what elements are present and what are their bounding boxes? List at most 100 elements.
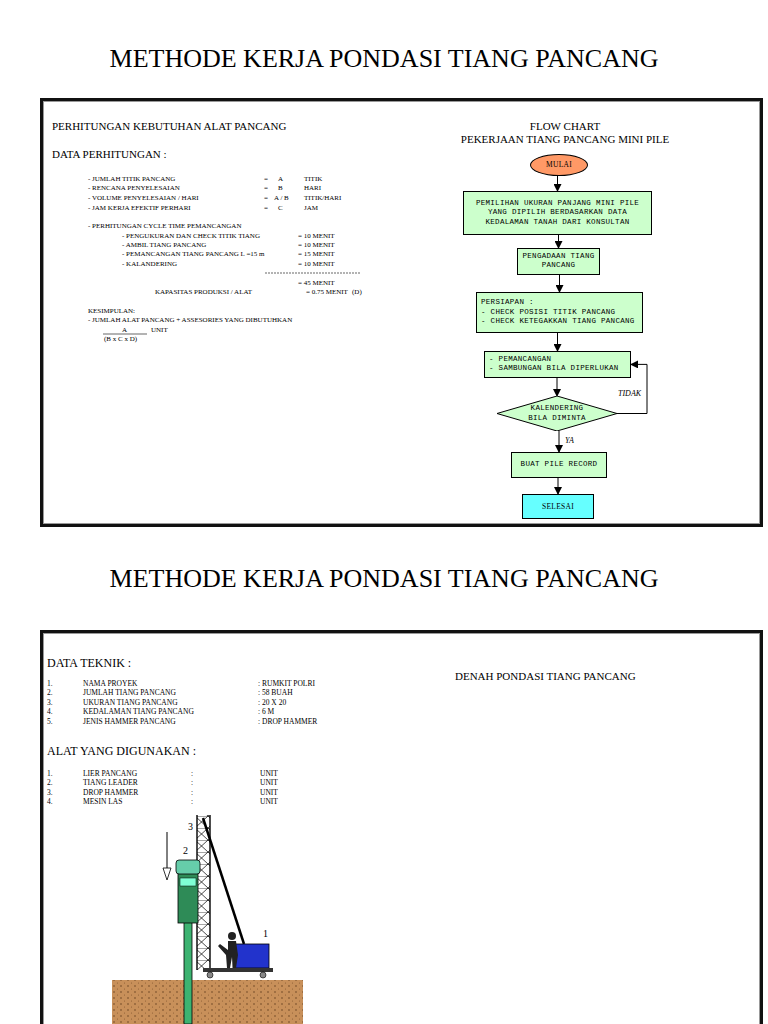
text-label: = xyxy=(264,204,268,212)
text-label: UNIT xyxy=(260,798,278,807)
text-label: DATA TEKNIK : xyxy=(47,657,131,671)
text-label: UKURAN TIANG PANCANG xyxy=(83,699,178,708)
text-label: DROP HAMMER xyxy=(83,789,138,798)
start-ellipse: MULAI xyxy=(530,154,588,176)
text-label: : xyxy=(191,770,193,779)
text-label: : DROP HAMMER xyxy=(258,718,317,727)
node-text: SELESAI xyxy=(542,502,574,511)
text-label: : RUMKIT POLRI xyxy=(258,680,315,689)
node-text: - CHECK POSISI TITIK PANCANG xyxy=(481,308,615,317)
text-label: KAPASITAS PRODUKSI / ALAT xyxy=(155,288,252,296)
text-label: - PERHITUNGAN CYCLE TIME PEMANCANGAN xyxy=(88,222,241,230)
callout-number: 2 xyxy=(183,846,188,856)
text-label: : xyxy=(191,779,193,788)
flow-arrow xyxy=(557,333,558,351)
text-label: 3. xyxy=(47,699,53,708)
operator-head xyxy=(228,932,236,940)
text-label: (B x C x D) xyxy=(104,335,137,343)
text-label: = 10 MENIT xyxy=(298,241,335,249)
diamond-shape xyxy=(497,396,617,431)
node-text: - PEMANCANGAN xyxy=(489,355,551,364)
page-title: METHODE KERJA PONDASI TIANG PANCANG xyxy=(0,45,768,74)
flow-arrow xyxy=(558,235,559,248)
text-label: DENAH PONDASI TIANG PANCANG xyxy=(455,670,636,683)
text-label: (D) xyxy=(352,288,362,296)
text-label: UNIT xyxy=(151,326,168,334)
text-label: = 45 MENIT xyxy=(298,279,335,287)
text-label: 2. xyxy=(47,689,53,698)
text-label: - PEMANCANGAN TIANG PANCANG L =15 m xyxy=(122,250,265,258)
text-label: HARI xyxy=(304,184,321,192)
process-box: PENGADAAN TIANG PANCANG xyxy=(517,248,600,275)
mast-lattice xyxy=(197,815,210,970)
text-label: 1. xyxy=(47,770,53,779)
text-label: TIANG LEADER xyxy=(83,779,138,788)
text-label: 3. xyxy=(47,789,53,798)
direction-arrow xyxy=(167,832,168,870)
boom xyxy=(203,818,244,944)
hammer-cap xyxy=(176,860,200,874)
node-text: PENGADAAN TIANG PANCANG xyxy=(522,252,595,271)
node-text: BUAT PILE RECORD xyxy=(521,460,598,469)
node-text: PERSIAPAN : xyxy=(481,298,534,307)
end-box: SELESAI xyxy=(522,494,594,519)
edge-label: TIDAK xyxy=(617,390,642,399)
text-label: LIER PANCANG xyxy=(83,770,137,779)
node-text: - CHECK KETEGAKKAN TIANG PANCANG xyxy=(481,317,635,326)
node-text: KALENDERING BILA DIMINTA xyxy=(519,404,595,423)
text-label: = xyxy=(264,184,268,192)
text-label: = 10 MENIT xyxy=(298,260,335,268)
wheel xyxy=(260,972,266,978)
text-label: NAMA PROYEK xyxy=(83,680,137,689)
text-label: : xyxy=(191,789,193,798)
decision-diamond: KALENDERING BILA DIMINTA xyxy=(497,396,617,431)
process-box: PERSIAPAN :- CHECK POSISI TITIK PANCANG-… xyxy=(476,292,643,333)
text-label: UNIT xyxy=(260,789,278,798)
panel-frame: PERHITUNGAN KEBUTUHAN ALAT PANCANGDATA P… xyxy=(40,98,763,527)
text-label: = 10 MENIT xyxy=(298,232,335,240)
carriage xyxy=(203,968,273,972)
text-label: = xyxy=(264,175,268,183)
process-box: BUAT PILE RECORD xyxy=(511,452,607,478)
ground-texture xyxy=(112,980,303,1024)
text-label: UNIT xyxy=(260,770,278,779)
text-label: JUMLAH TIANG PANCANG xyxy=(83,689,176,698)
text-label: 2. xyxy=(47,779,53,788)
text-label: DATA PERHITUNGAN : xyxy=(52,148,167,161)
page-title: METHODE KERJA PONDASI TIANG PANCANG xyxy=(0,565,768,594)
text-label: JAM xyxy=(304,204,318,212)
text-label: B xyxy=(278,184,283,192)
text-label: TITIK xyxy=(304,175,322,183)
text-label: ALAT YANG DIGUNAKAN : xyxy=(47,745,196,759)
text-label: = 15 MENIT xyxy=(298,250,335,258)
winch xyxy=(233,944,269,968)
text-label: : 6 M xyxy=(258,708,274,717)
text-label: = 0.75 MENIT xyxy=(306,288,348,296)
text-label: - VOLUME PENYELESAIAN / HARI xyxy=(88,194,199,202)
direction-arrowhead xyxy=(163,868,171,880)
separator-line xyxy=(265,273,360,274)
text-label: KESIMPULAN: xyxy=(88,307,135,315)
text-label: : xyxy=(191,798,193,807)
text-label: JENIS HAMMER PANCANG xyxy=(83,718,176,727)
text-label: MESIN LAS xyxy=(83,798,122,807)
text-label: : 58 BUAH xyxy=(258,689,293,698)
hammer xyxy=(178,868,198,923)
text-label: - KALANDERING xyxy=(122,260,177,268)
pile-driver-illustration xyxy=(112,815,303,1024)
text-label: A xyxy=(278,175,283,183)
text-label: : 20 X 20 xyxy=(258,699,286,708)
flow-arrow xyxy=(557,176,558,191)
flow-arrow xyxy=(558,478,559,494)
node-text: - SAMBUNGAN BILA DIPERLUKAN xyxy=(489,364,619,373)
node-text: MULAI xyxy=(546,160,572,169)
flow-arrow xyxy=(559,431,560,452)
wheel xyxy=(207,972,213,978)
text-label: A xyxy=(122,326,127,334)
text-label: 4. xyxy=(47,708,53,717)
text-label: TITIK/HARI xyxy=(304,194,341,202)
text-label: KEDALAMAN TIANG PANCANG xyxy=(83,708,194,717)
operator-body xyxy=(218,941,238,968)
text-label: - RENCANA PENYELESAIAN xyxy=(88,184,180,192)
text-label: = xyxy=(264,194,268,202)
